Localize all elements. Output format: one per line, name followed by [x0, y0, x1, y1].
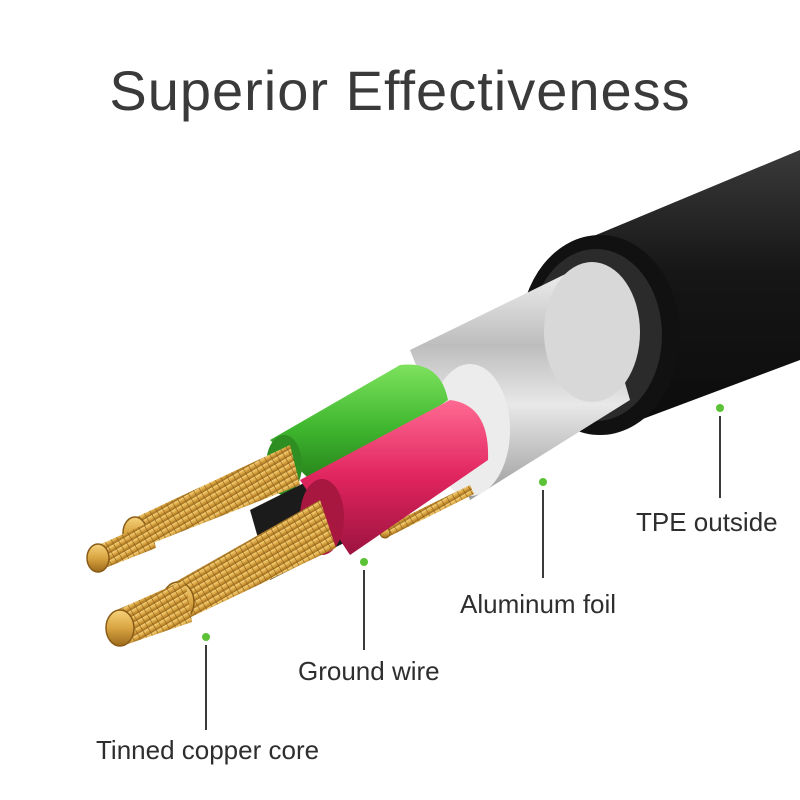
aluminum-foil-label: Aluminum foil: [460, 589, 617, 619]
ground-wire-label: Ground wire: [298, 656, 440, 686]
callout-core: [202, 633, 210, 730]
page-title: Superior Effectiveness: [109, 59, 691, 122]
tpe-outside-label: TPE outside: [636, 507, 778, 537]
callout-tpe: [716, 404, 724, 498]
callout-foil: [539, 478, 547, 578]
callout-ground: [360, 558, 368, 650]
tinned-copper-core-label: Tinned copper core: [96, 735, 320, 765]
red-wire: [105, 400, 489, 647]
green-wire: [86, 364, 448, 573]
